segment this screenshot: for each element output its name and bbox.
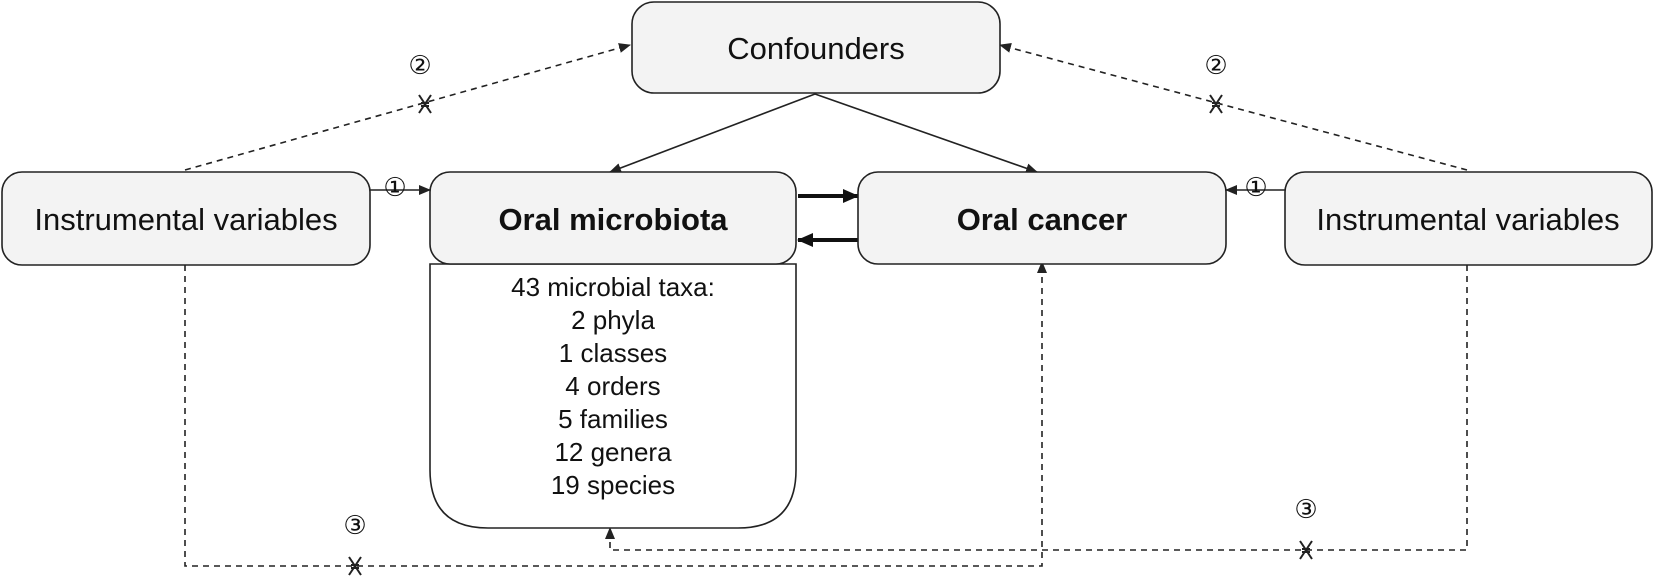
cross-mark-icon — [348, 556, 362, 576]
node-confounders-label: Confounders — [727, 31, 905, 66]
dashed-iv-left-to-oral-cancer — [184, 261, 1047, 567]
arrow-confounders-to-oral-cancer — [814, 93, 1038, 174]
cross-mark-icon — [1209, 94, 1223, 114]
taxa-item: 12 genera — [554, 437, 672, 467]
node-iv-left-label: Instrumental variables — [34, 202, 337, 237]
cross-mark-icon — [418, 94, 432, 114]
node-oral-cancer: Oral cancer — [857, 171, 1227, 265]
assumption-3-marker: ③ — [1294, 495, 1317, 525]
node-iv-left: Instrumental variables — [1, 171, 371, 266]
taxa-heading: 43 microbial taxa: — [511, 272, 715, 302]
assumption-3-marker: ③ — [343, 511, 366, 541]
assumption-1-marker: ① — [1244, 173, 1267, 203]
cross-mark-icon — [1299, 540, 1313, 560]
taxa-item: 4 orders — [565, 371, 660, 401]
taxa-item: 5 families — [558, 404, 668, 434]
dashed-iv-left-to-confounders — [184, 43, 631, 171]
node-iv-right-label: Instrumental variables — [1316, 202, 1619, 237]
taxa-list: 43 microbial taxa: 2 phyla 1 classes 4 o… — [511, 272, 715, 500]
taxa-item: 19 species — [551, 470, 675, 500]
node-confounders: Confounders — [631, 1, 1001, 94]
node-iv-right: Instrumental variables — [1284, 171, 1653, 266]
node-oral-cancer-label: Oral cancer — [957, 202, 1128, 237]
assumption-1-marker: ① — [383, 173, 406, 203]
assumption-2-marker: ② — [408, 51, 431, 81]
arrow-confounders-to-oral-microbiota — [609, 93, 816, 173]
node-oral-microbiota-label: Oral microbiota — [498, 202, 728, 237]
node-oral-microbiota: Oral microbiota — [429, 171, 797, 529]
taxa-item: 2 phyla — [571, 305, 655, 335]
taxa-item: 1 classes — [559, 338, 667, 368]
dashed-iv-right-to-confounders — [999, 43, 1468, 171]
assumption-2-marker: ② — [1204, 51, 1227, 81]
